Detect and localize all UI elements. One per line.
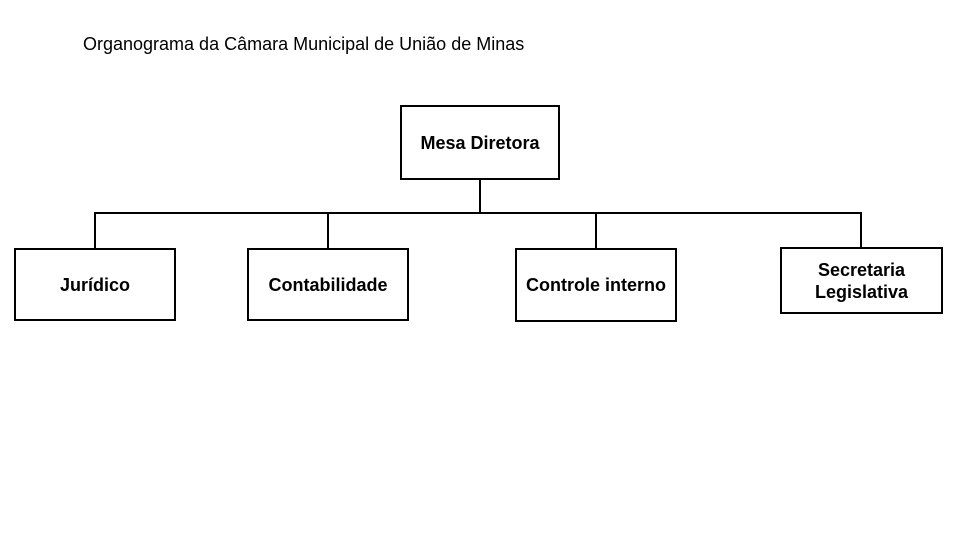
org-box-juridico: Jurídico bbox=[14, 248, 176, 321]
connector-drop-contabilidade bbox=[327, 212, 329, 248]
connector-drop-juridico bbox=[94, 212, 96, 248]
org-box-mesa-diretora: Mesa Diretora bbox=[400, 105, 560, 180]
org-box-label: Jurídico bbox=[59, 274, 130, 295]
org-box-contabilidade: Contabilidade bbox=[247, 248, 409, 321]
org-box-label: Mesa Diretora bbox=[420, 132, 540, 153]
org-box-label: Contabilidade bbox=[268, 274, 388, 295]
org-box-controle-interno: Controle interno bbox=[515, 248, 677, 322]
connector-horizontal bbox=[94, 212, 862, 214]
org-box-label: Secretaria Legislativa bbox=[814, 259, 909, 302]
diagram-title: Organograma da Câmara Municipal de União… bbox=[83, 34, 525, 54]
connector-drop-controle-interno bbox=[595, 212, 597, 248]
org-box-secretaria-legislativa: Secretaria Legislativa bbox=[780, 247, 943, 314]
org-box-label: Controle interno bbox=[526, 275, 666, 295]
connector-stem bbox=[479, 180, 481, 214]
connector-drop-secretaria-legislativa bbox=[860, 212, 862, 248]
